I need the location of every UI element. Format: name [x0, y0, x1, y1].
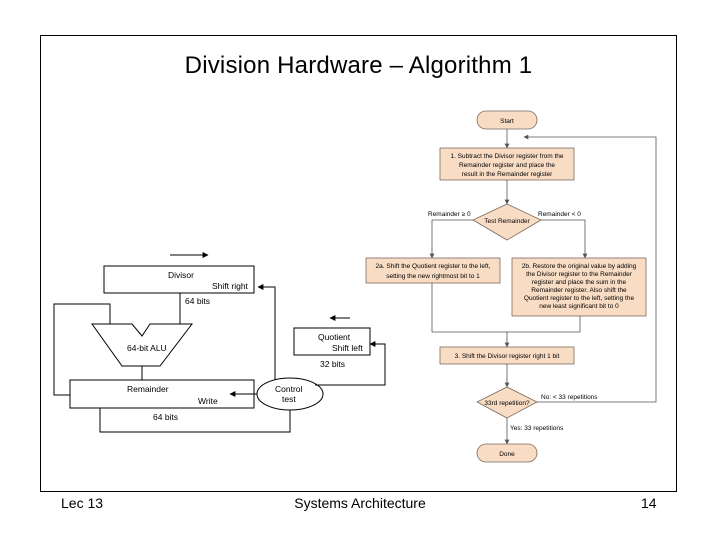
- flow-step2b-line5: Quotient register to the left, setting t…: [524, 295, 635, 302]
- flow-step2a: [365, 257, 501, 284]
- flow-step3-label: 3. Shift the Divisor register right 1 bi…: [455, 353, 560, 360]
- flow-step2b-line1: 2b. Restore the original value by adding: [522, 263, 637, 270]
- alu-label: 64-bit ALU: [127, 343, 167, 353]
- flow-step2b-line4: Remainder register. Also shift the: [531, 287, 627, 294]
- flow-step2b-line3: register and place the sum in the: [532, 279, 627, 286]
- flow-step2a-line1: 2a. Shift the Quotient register to the l…: [376, 263, 491, 270]
- flow-step1-line1: 1. Subtract the Divisor register from th…: [450, 153, 563, 160]
- quotient-label: Quotient: [318, 332, 351, 342]
- remainder-label: Remainder: [127, 384, 169, 394]
- flow-step2b: [511, 257, 647, 317]
- flow-step2b-line2: the Divisor register to the Remainder: [526, 271, 633, 278]
- control-label-2: test: [282, 394, 296, 404]
- hardware-diagram: [53, 252, 386, 433]
- flow-no-label: No: < 33 repetitions: [541, 394, 598, 401]
- remainder-write-label: Write: [198, 396, 218, 406]
- slide-title: Division Hardware – Algorithm 1: [184, 52, 533, 79]
- flow-branch-ge: Remainder ≥ 0: [428, 211, 471, 218]
- quotient-bits-label: 32 bits: [320, 359, 345, 369]
- flow-step2a-line2: setting the new rightmost bit to 1: [386, 273, 480, 280]
- flow-test-remainder: [472, 203, 542, 241]
- alu-shape: [91, 323, 194, 367]
- divisor-bits-label: 64 bits: [185, 296, 210, 306]
- quotient-shift-label: Shift left: [332, 343, 363, 353]
- footer-lecture: Lec 13: [61, 495, 104, 511]
- divisor-shift-label: Shift right: [212, 281, 249, 291]
- remainder-register: [69, 379, 255, 409]
- flow-repetition-label: 33rd repetition?: [484, 400, 530, 407]
- flow-step2b-line6: new least significant bit to 0: [539, 303, 619, 310]
- remainder-bits-label: 64 bits: [153, 412, 178, 422]
- flow-done-label: Done: [499, 451, 515, 458]
- flow-step1: [439, 147, 575, 181]
- flowchart: [365, 110, 657, 463]
- quotient-register: [293, 327, 371, 356]
- flow-step1-line3: result in the Remainder register: [462, 171, 554, 178]
- flow-branch-lt: Remainder < 0: [538, 211, 581, 218]
- hardware-labels: Divisor Shift right 64 bits 64-bit ALU R…: [127, 270, 363, 422]
- flow-done: [476, 443, 538, 463]
- footer-course: Systems Architecture: [294, 495, 426, 511]
- footer-page-number: 14: [641, 495, 657, 511]
- flow-yes-label: Yes: 33 repetitions: [510, 425, 564, 432]
- flow-start-label: Start: [500, 118, 514, 125]
- flowchart-labels: Start 1. Subtract the Divisor register f…: [376, 118, 637, 458]
- control-label-1: Control: [275, 384, 303, 394]
- divisor-register: [103, 265, 255, 294]
- flow-step1-line2: Remainder register and place the: [459, 162, 555, 169]
- divisor-label: Divisor: [168, 270, 194, 280]
- flow-test-label: Test Remainder: [484, 218, 530, 225]
